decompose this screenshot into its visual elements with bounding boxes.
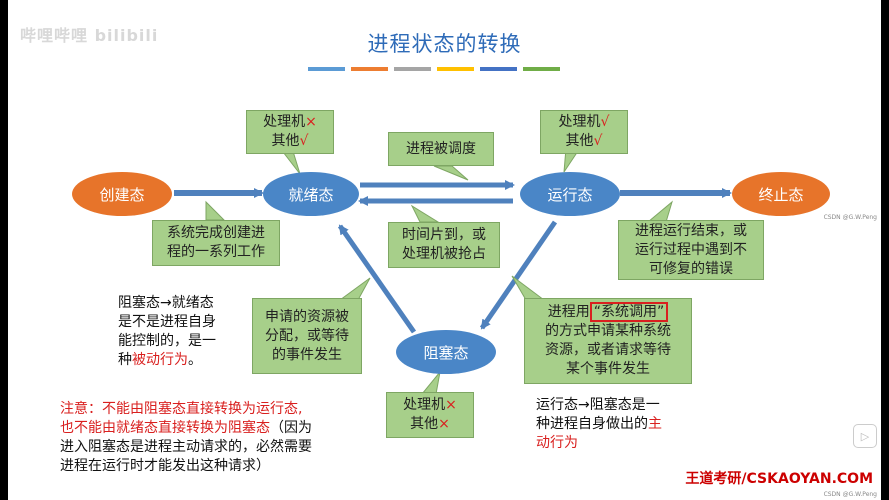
title-stripes [308, 67, 560, 71]
slide-title: 进程状态的转换 [367, 32, 522, 56]
check-mark-icon: √ [299, 133, 309, 149]
callout-tail [433, 165, 469, 181]
ready-resources-callout: 处理机× 其他√ [246, 110, 334, 154]
callout-tail [420, 370, 441, 395]
system-call-highlight: “系统调用” [589, 302, 669, 322]
cross-mark-icon: × [445, 397, 457, 413]
blocked-resources-callout: 处理机× 其他× [386, 392, 474, 438]
stripe [437, 67, 474, 71]
dispatch-callout: 进程被调度 [388, 132, 494, 166]
copyright-text: CSDN @G.W.Peng [823, 214, 877, 221]
resource-row: 其他√ [271, 133, 309, 149]
video-player-button[interactable]: ▷ [853, 424, 877, 448]
resource-row: 处理机√ [558, 114, 610, 130]
resource-row: 处理机× [263, 114, 317, 130]
state-running: 运行态 [520, 172, 620, 216]
state-terminate: 终止态 [732, 172, 830, 216]
stripe [308, 67, 345, 71]
block-callout: 进程用“系统调用” 的方式申请某种系统 资源，或者请求等待 某个事件发生 [524, 298, 692, 384]
callout-tail [410, 204, 440, 223]
terminate-callout: 进程运行结束，或 运行过程中遇到不 可修复的错误 [618, 220, 764, 280]
arrow-running-to-blocked [479, 220, 558, 330]
cross-mark-icon: × [305, 114, 317, 130]
brand-logo-text: 王道考研/CSKAOYAN.COM [685, 471, 873, 487]
copyright-footer: CSDN @G.W.Peng [823, 491, 877, 498]
stripe [394, 67, 431, 71]
stripe [480, 67, 517, 71]
callout-tail [338, 277, 371, 301]
state-create: 创建态 [72, 172, 172, 216]
warning-note: 注意：不能由阻塞态直接转换为运行态, 也不能由就绪态直接转换为阻塞态（因为 进入… [60, 401, 312, 474]
resource-row: 其他√ [565, 133, 603, 149]
block-callout-line1: 进程用“系统调用” [548, 302, 669, 322]
stripe [351, 67, 388, 71]
state-blocked: 阻塞态 [396, 330, 496, 374]
slide: 哔哩哔哩 bilibili 进程状态的转换 [8, 0, 881, 500]
timeout-callout: 时间片到，或 处理机被抢占 [388, 222, 500, 268]
passive-behavior-note: 阻塞态→就绪态 是不是进程自身 能控制的，是一 种被动行为。 [118, 295, 216, 368]
stripe [523, 67, 560, 71]
check-mark-icon: √ [593, 133, 603, 149]
arrow-blocked-to-ready [337, 224, 417, 334]
check-mark-icon: √ [600, 114, 610, 130]
create-done-callout: 系统完成创建进 程的一系列工作 [152, 220, 280, 266]
cross-mark-icon: × [438, 416, 450, 432]
wakeup-callout: 申请的资源被 分配，或等待 的事件发生 [252, 298, 362, 374]
bilibili-watermark: 哔哩哔哩 bilibili [20, 26, 159, 45]
resource-row: 处理机× [403, 397, 457, 413]
active-behavior-note: 运行态→阻塞态是一 种进程自身做出的主 动行为 [536, 397, 662, 451]
state-ready: 就绪态 [263, 172, 359, 216]
resource-row: 其他× [410, 416, 450, 432]
callout-tail [205, 200, 226, 221]
callout-tail [511, 275, 546, 301]
callout-tail [646, 200, 673, 223]
running-resources-callout: 处理机√ 其他√ [540, 110, 628, 154]
